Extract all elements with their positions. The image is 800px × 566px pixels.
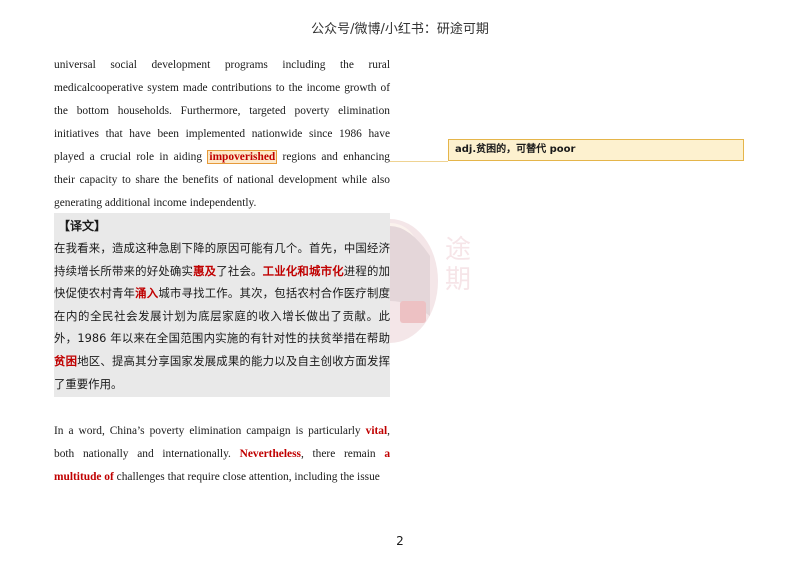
paragraph-1-text: universal social development programs in…: [54, 59, 390, 163]
paragraph-2-text: In a word, China’s poverty elimination c…: [54, 425, 366, 437]
page-number: 2: [396, 534, 404, 548]
translation-text: 地区、提高其分享国家发展成果的能力以及自主创收方面发挥了重要作用。: [54, 353, 390, 391]
translation-body: 在我看来，造成这种急剧下降的原因可能有几个。首先，中国经济持续增长所带来的好处确…: [54, 237, 390, 395]
comment-connector: [390, 161, 448, 162]
comment-box[interactable]: adj.贫困的，可替代 poor: [448, 139, 744, 161]
paragraph-2: In a word, China’s poverty elimination c…: [54, 420, 390, 489]
paragraph-1-text-end: regions and enhancing their capacity to …: [54, 151, 390, 209]
keyword: vital: [365, 425, 388, 437]
translation-title: 【译文】: [58, 219, 107, 233]
keyword: 贫困: [54, 353, 78, 368]
translation-text: 了社会。: [216, 263, 263, 278]
translation-text: 进程的加快促使农村青年: [54, 263, 390, 301]
paragraph-1: universal social development programs in…: [54, 54, 390, 215]
paragraph-2-text: , both nationally and internationally.: [54, 425, 390, 460]
paragraph-2-text: challenges that require close attention,…: [113, 471, 380, 483]
paragraph-2-text: , there remain: [300, 448, 385, 460]
keyword: Nevertheless: [239, 448, 301, 460]
translation-block: 【译文】 在我看来，造成这种急剧下降的原因可能有几个。首先，中国经济持续增长所带…: [54, 213, 390, 397]
translation-text: 在我看来，造成这种急剧下降的原因可能有几个。首先，中国经济持续增长所带来的好处确…: [54, 241, 390, 278]
svg-text:期: 期: [445, 265, 471, 295]
svg-text:途: 途: [445, 235, 471, 265]
keyword: 涌入: [135, 286, 159, 301]
keyword: a multitude of: [54, 448, 391, 483]
translation-text: 城市寻找工作。其次，包括农村合作医疗制度在内的全民社会发展计划为底层家庭的收入增…: [54, 286, 390, 346]
keyword: 惠及: [193, 263, 217, 278]
page-header: 公众号/微博/小红书：研途可期: [311, 22, 489, 37]
highlighted-word[interactable]: impoverished: [207, 150, 278, 164]
keyword: 工业化和城市化: [262, 263, 344, 278]
